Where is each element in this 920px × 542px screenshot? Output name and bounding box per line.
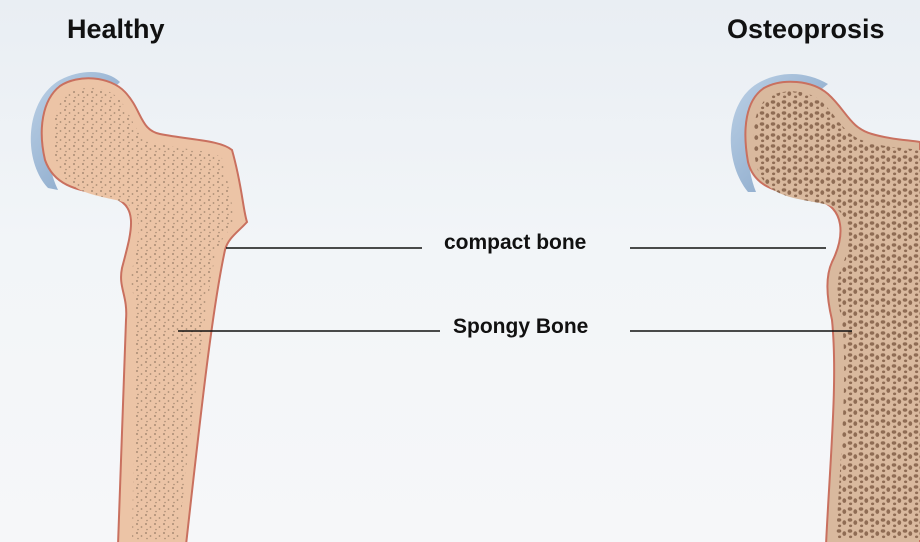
healthy-title: Healthy: [67, 14, 165, 45]
osteoporosis-femur: [731, 74, 920, 542]
compact-bone-label: compact bone: [444, 231, 586, 255]
spongy-bone-label: Spongy Bone: [453, 315, 588, 339]
osteoporosis-title: Osteoprosis: [727, 14, 885, 45]
healthy-femur: [31, 72, 247, 542]
